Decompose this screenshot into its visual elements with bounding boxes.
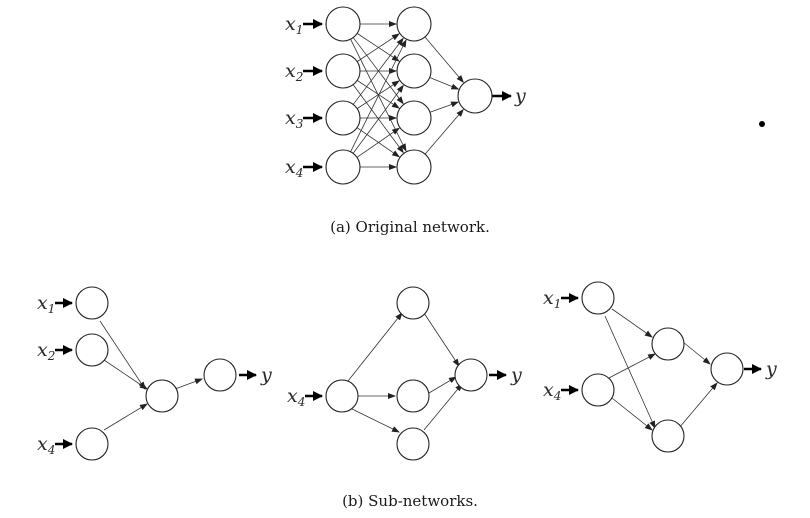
hidden-node-4 — [396, 149, 432, 185]
edge — [352, 84, 404, 154]
edge — [604, 353, 656, 381]
edge — [99, 320, 146, 390]
input-node-4 — [325, 149, 361, 185]
label-x1: x1 — [285, 13, 303, 37]
edge — [611, 308, 653, 338]
output-node — [203, 358, 237, 392]
label-x1: x1 — [37, 292, 55, 316]
edge — [356, 127, 401, 158]
input-node-4 — [325, 379, 359, 413]
edge — [347, 312, 403, 382]
edge — [356, 127, 401, 158]
dot-mark — [759, 121, 765, 127]
edge — [428, 376, 457, 394]
input-node-1 — [75, 286, 109, 320]
edge — [352, 84, 404, 154]
sub-network-1: x1 x2 x4 y — [37, 286, 272, 461]
label-y: y — [514, 85, 526, 107]
edge — [356, 33, 400, 62]
edge — [356, 80, 400, 109]
output-node — [457, 78, 493, 114]
label-y: y — [510, 364, 522, 386]
input-node-3 — [325, 100, 361, 136]
label-x4: x4 — [287, 385, 305, 409]
input-node-2 — [75, 333, 109, 367]
input-node-4 — [75, 427, 109, 461]
edge — [678, 382, 718, 429]
edge — [103, 359, 148, 390]
input-node-4 — [581, 373, 615, 407]
label-x1: x1 — [543, 287, 561, 311]
edge — [604, 315, 656, 429]
hidden-node-2 — [396, 379, 430, 413]
edge — [103, 403, 148, 431]
hidden-node-1 — [651, 327, 685, 361]
hidden-node-2 — [651, 419, 685, 453]
edge — [429, 77, 460, 90]
label-y: y — [765, 358, 777, 380]
edge — [356, 33, 400, 62]
edge — [423, 383, 463, 431]
label-x3: x3 — [285, 107, 304, 131]
original-edges — [350, 21, 465, 170]
label-x4: x4 — [37, 433, 55, 457]
edge — [356, 80, 400, 109]
label-x4: x4 — [543, 379, 561, 403]
original-network: x1 x2 x3 x4 y (a) Original network. — [285, 6, 526, 236]
label-x2: x2 — [37, 339, 55, 363]
hidden-node — [145, 379, 179, 413]
edge — [423, 312, 460, 367]
edge — [424, 108, 464, 155]
label-x2: x2 — [285, 60, 303, 84]
hidden-node-2 — [396, 53, 432, 89]
label-y: y — [260, 364, 272, 386]
input-node-1 — [581, 281, 615, 315]
hidden-node-3 — [396, 427, 430, 461]
caption-sub: (b) Sub-networks. — [342, 492, 478, 510]
output-node — [710, 352, 744, 386]
caption-original: (a) Original network. — [330, 218, 490, 236]
sub-network-2: x4 y — [287, 286, 522, 461]
input-node-1 — [325, 6, 361, 42]
hidden-node-1 — [396, 6, 432, 42]
label-x4: x4 — [285, 156, 303, 180]
edge — [611, 397, 653, 431]
edge — [429, 101, 460, 113]
hidden-node-3 — [396, 100, 432, 136]
input-node-2 — [325, 53, 361, 89]
edge — [350, 39, 407, 152]
edge — [174, 378, 203, 390]
edge — [352, 37, 404, 105]
edge — [351, 408, 400, 433]
edge — [682, 341, 711, 365]
sub-network-3: x1 x4 y — [543, 281, 777, 453]
edge — [424, 36, 465, 84]
output-node — [454, 358, 488, 392]
hidden-node-1 — [396, 286, 430, 320]
